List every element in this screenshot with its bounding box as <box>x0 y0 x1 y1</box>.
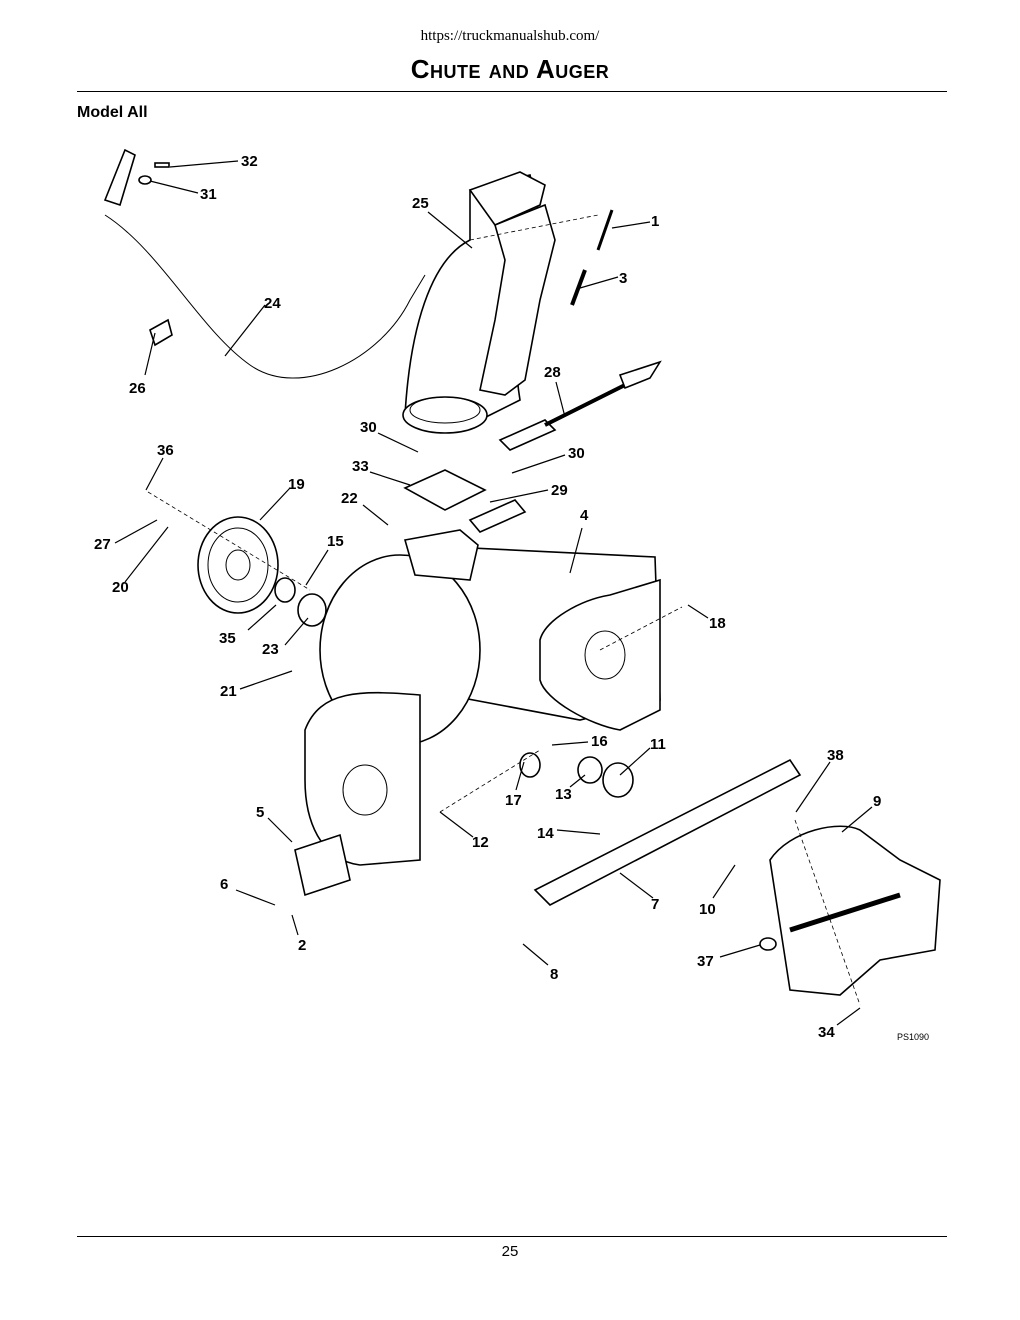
control-cable <box>104 214 426 379</box>
callout-2: 2 <box>298 937 306 954</box>
callout-38: 38 <box>827 747 844 764</box>
callout-8: 8 <box>550 966 558 983</box>
washer-part <box>138 175 152 185</box>
callout-37: 37 <box>697 953 714 970</box>
callout-7: 7 <box>651 896 659 913</box>
cable-bracket <box>103 148 136 207</box>
page-number: 25 <box>501 1243 519 1260</box>
parts-diagram: 32 31 25 1 3 24 26 28 30 30 33 36 19 22 … <box>94 148 941 1042</box>
callout-5: 5 <box>256 804 264 821</box>
bearing-part <box>274 577 296 603</box>
page-title: Chute and Auger <box>410 54 610 84</box>
callout-32: 32 <box>241 153 258 170</box>
callout-1: 1 <box>651 213 659 230</box>
callout-labels: 32 31 25 1 3 24 26 28 30 30 33 36 19 22 … <box>94 153 929 1042</box>
bearing-housing <box>602 762 634 798</box>
callout-15: 15 <box>327 533 344 550</box>
chute-gasket <box>403 469 487 511</box>
callout-3: 3 <box>619 270 627 287</box>
callout-30-top: 30 <box>360 419 377 436</box>
scraper-bar <box>533 758 802 906</box>
callout-29: 29 <box>551 482 568 499</box>
model-label: Model All <box>77 104 148 121</box>
callout-28: 28 <box>544 364 561 381</box>
callout-4: 4 <box>580 507 589 524</box>
callout-18: 18 <box>709 615 726 632</box>
callout-23: 23 <box>262 641 279 658</box>
chute-crank <box>498 360 662 451</box>
diagram-code: PS1090 <box>897 1032 929 1042</box>
auger-pulley <box>197 516 279 614</box>
bearing-flange <box>297 593 327 627</box>
pin-part <box>596 209 614 251</box>
screw-part <box>154 162 170 168</box>
chute-part <box>402 171 556 434</box>
leader-lines <box>114 160 873 1026</box>
callout-20: 20 <box>112 579 129 596</box>
chute-shroud <box>468 499 527 533</box>
callout-9: 9 <box>873 793 881 810</box>
callout-6: 6 <box>220 876 228 893</box>
callout-31: 31 <box>200 186 217 203</box>
callout-12: 12 <box>472 834 489 851</box>
callout-19: 19 <box>288 476 305 493</box>
callout-21: 21 <box>220 683 237 700</box>
callout-10: 10 <box>699 901 716 918</box>
bottom-rule <box>77 1236 947 1237</box>
callout-30-right: 30 <box>568 445 585 462</box>
callout-11: 11 <box>650 736 666 753</box>
callout-16: 16 <box>591 733 608 750</box>
callout-17: 17 <box>505 792 522 809</box>
callout-34: 34 <box>818 1024 835 1041</box>
callout-27: 27 <box>94 536 111 553</box>
callout-14: 14 <box>537 825 554 842</box>
callout-35: 35 <box>219 630 236 647</box>
callout-33: 33 <box>352 458 369 475</box>
rod-part <box>570 269 587 306</box>
top-rule <box>77 91 947 92</box>
callout-25: 25 <box>412 195 429 212</box>
bearing-ring <box>577 756 603 784</box>
callout-24: 24 <box>264 295 281 312</box>
source-url: https://truckmanualshub.com/ <box>420 28 600 44</box>
callout-26: 26 <box>129 380 146 397</box>
auger-housing <box>304 529 661 866</box>
callout-36: 36 <box>157 442 174 459</box>
auger-assembly <box>759 825 941 996</box>
callout-13: 13 <box>555 786 572 803</box>
skid-shoe <box>294 833 351 897</box>
callout-22: 22 <box>341 490 358 507</box>
